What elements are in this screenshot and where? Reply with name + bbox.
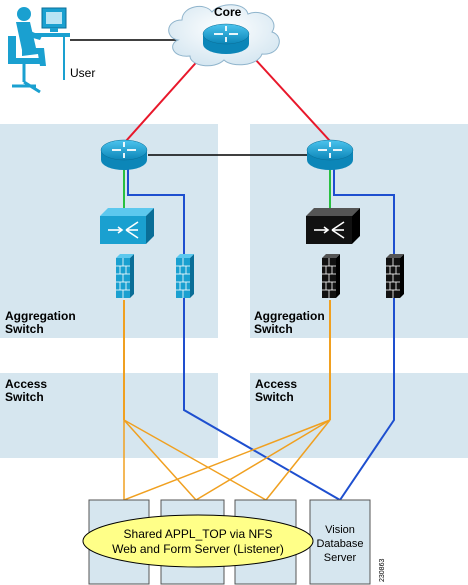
right-firewall-2-icon (386, 254, 404, 298)
shared-appl-top-ellipse (82, 514, 314, 568)
core-label: Core (214, 5, 242, 19)
left-aggregation-switch-icon (100, 208, 154, 244)
right-firewall-1-icon (322, 254, 340, 298)
core-router-icon (202, 23, 250, 54)
db-label-2: Database (316, 538, 363, 550)
left-aggregation-router-icon (100, 139, 148, 170)
user-label: User (70, 66, 95, 80)
left-blue-path (127, 168, 341, 501)
access-zone-right (250, 373, 468, 458)
orange-fanout (123, 419, 331, 501)
aggregation-left-label-2: Switch (5, 322, 44, 336)
db-label-3: Server (324, 552, 357, 564)
access-left-label-1: Access (5, 377, 47, 391)
aggregation-right-label-2: Switch (254, 322, 293, 336)
figure-id: 230863 (379, 559, 386, 582)
db-label-1: Vision (325, 524, 355, 536)
aggregation-left-label-1: Aggregation (5, 309, 76, 323)
database-server (309, 499, 371, 585)
access-zone-left (0, 373, 218, 458)
left-firewall-1-icon (116, 254, 134, 298)
right-blue-path (333, 168, 395, 501)
core-right-link (243, 46, 331, 142)
right-aggregation-router-icon (306, 139, 354, 170)
access-right-label-2: Switch (255, 390, 294, 404)
aggregation-right-label-1: Aggregation (254, 309, 325, 323)
access-left-label-2: Switch (5, 390, 44, 404)
shared-line-2: Web and Form Server (Listener) (112, 542, 284, 556)
access-right-label-1: Access (255, 377, 297, 391)
right-aggregation-switch-icon (306, 208, 360, 244)
shared-line-1: Shared APPL_TOP via NFS (124, 527, 273, 541)
left-firewall-2-icon (176, 254, 194, 298)
user-workstation-icon: User (8, 7, 95, 94)
